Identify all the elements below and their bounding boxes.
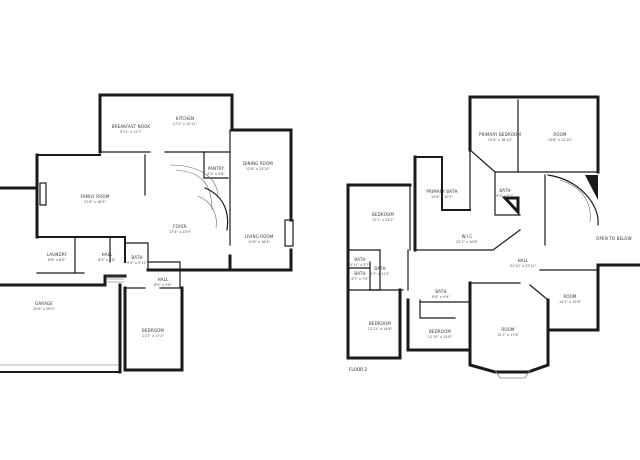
room-name: ROOM bbox=[563, 294, 577, 299]
room-name: HALL bbox=[102, 252, 113, 257]
floor-label: FLOOR 2 bbox=[349, 367, 367, 372]
room-dimensions: 4'7" x 7'0" bbox=[351, 277, 369, 281]
room-name: KITCHEN bbox=[176, 116, 194, 121]
room-name: FAMILY ROOM bbox=[81, 194, 110, 199]
room-dimensions: 12'8" x 13'10" bbox=[246, 167, 271, 171]
room-name: PRIMARY BATH bbox=[426, 189, 457, 194]
room-dimensions: 12'6" x 18'4" bbox=[248, 240, 271, 244]
room-name: PANTRY bbox=[208, 166, 225, 171]
room-dimensions: 5'2" x 8'1" bbox=[496, 194, 514, 198]
room-name: LAUNDRY bbox=[47, 252, 67, 257]
room-name: LIVING ROOM bbox=[245, 234, 274, 239]
room-dimensions: 14'1" x 15'8" bbox=[559, 300, 582, 304]
room-name: BATH bbox=[499, 188, 510, 193]
room-dimensions: 17'2" x 12'11" bbox=[173, 122, 198, 126]
room-name: BREAKFAST NOOK bbox=[112, 124, 151, 129]
room-name: PRIMARY BEDROOM bbox=[479, 132, 521, 137]
floor-2-walls bbox=[346, 95, 640, 379]
room-dimensions: 15'0" x 18'10" bbox=[488, 138, 513, 142]
room-dimensions: 15'1" x 17'8" bbox=[497, 333, 520, 337]
room-name: BATH bbox=[374, 266, 385, 271]
room-dimensions: 25'6" x 26'5" bbox=[33, 307, 56, 311]
room-name: BATH bbox=[131, 255, 142, 260]
room-dimensions: 21'6" x 18'5" bbox=[84, 200, 107, 204]
room-dimensions: 8'0" x 3'6" bbox=[154, 283, 172, 287]
room-name: HALL bbox=[518, 258, 529, 263]
room-name: FOYER bbox=[173, 224, 187, 229]
room-dimensions: 5'11" x 3'7" bbox=[350, 263, 370, 267]
room-name: BEDROOM bbox=[369, 321, 391, 326]
room-dimensions: 22'1" x 10'8" bbox=[456, 240, 479, 244]
floor-1-walls bbox=[0, 93, 294, 374]
room-name: BATH bbox=[354, 257, 365, 262]
room-dimensions: 8'8" x 4'9" bbox=[432, 295, 450, 299]
room-dimensions: 11'10" x 12'8" bbox=[428, 335, 453, 339]
room-name: ROOM bbox=[553, 132, 567, 137]
room-dimensions: 17'4" x 23'9" bbox=[169, 230, 192, 234]
room-dimensions: 4'7" x 11'2" bbox=[370, 272, 390, 276]
room-dimensions: 9'11" x 12'7" bbox=[120, 130, 143, 134]
room-name: BEDROOM bbox=[142, 328, 164, 333]
room-name: ROOM bbox=[501, 327, 515, 332]
room-name: BEDROOM bbox=[429, 329, 451, 334]
room-dimensions: 9'0" x 5'11" bbox=[127, 261, 147, 265]
room-dimensions: 6'8" x 6'0" bbox=[48, 258, 66, 262]
room-dimensions: 4'3" x 5'8" bbox=[207, 172, 225, 176]
room-name: BATH bbox=[435, 289, 446, 294]
room-dimensions: 11'2" x 17'2" bbox=[142, 334, 165, 338]
room-label-open_below: OPEN TO BELOW bbox=[596, 236, 632, 241]
room-name: DINING ROOM bbox=[243, 161, 273, 166]
room-label-wic: W.I.C22'1" x 10'8" bbox=[456, 234, 479, 244]
room-dimensions: 12'11" x 14'8" bbox=[368, 327, 393, 331]
room-name: OPEN TO BELOW bbox=[596, 236, 632, 241]
room-name: HALL bbox=[158, 277, 169, 282]
room-name: W.I.C bbox=[462, 234, 473, 239]
room-dimensions: 31'10" x 22'11" bbox=[510, 264, 537, 268]
room-name: GARAGE bbox=[35, 301, 53, 306]
room-dimensions: 13'6" x 10'2" bbox=[431, 195, 454, 199]
room-dimensions: 15'8" x 12'10" bbox=[548, 138, 573, 142]
room-name: BATH bbox=[354, 271, 365, 276]
room-dimensions: 12'1" x 13'2" bbox=[372, 218, 395, 222]
room-name: BEDROOM bbox=[372, 212, 394, 217]
room-dimensions: 8'0" x 3'8" bbox=[98, 258, 116, 262]
